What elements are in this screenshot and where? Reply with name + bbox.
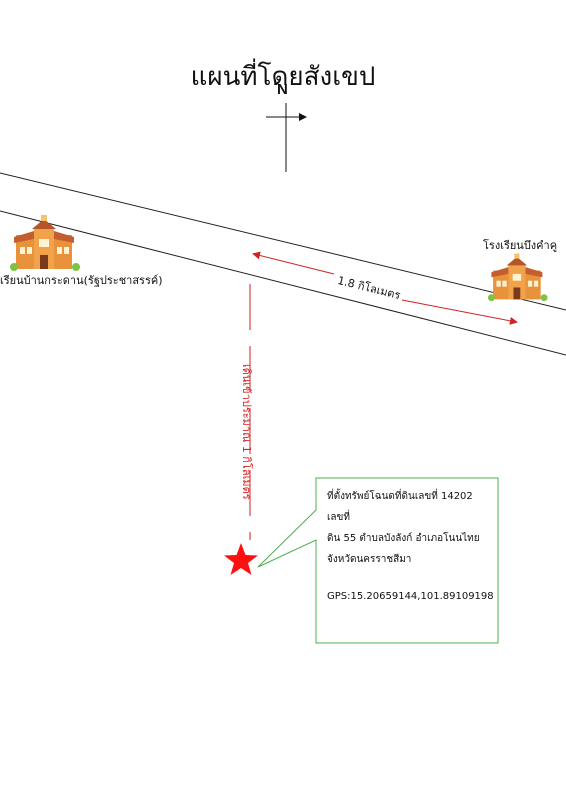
school-building-icon <box>488 253 548 302</box>
property-line-1: ที่ตั้งทรัพย์โฉนดที่ดินเลขที่ 14202 เลขท… <box>327 491 473 523</box>
map-title: แผนที่โดยสังเขป <box>190 62 376 92</box>
school-building-icon <box>10 215 80 271</box>
school-label-left: เรียนบ้านกระดาน(รัฐประชาสรรค์) <box>0 274 163 287</box>
property-line-3: จังหวัดนครราชสีมา <box>327 554 412 565</box>
north-label: N <box>277 81 288 98</box>
star-marker-icon <box>224 543 258 575</box>
road <box>0 172 566 356</box>
property-description: ที่ตั้งทรัพย์โฉนดที่ดินเลขที่ 14202 เลขท… <box>327 486 494 607</box>
compass-icon <box>266 103 307 172</box>
property-callout <box>257 477 499 644</box>
distance-arrow-horizontal <box>252 251 518 325</box>
property-gps: GPS:15.20659144,101.89109198 <box>327 591 494 602</box>
distance-label-vertical: เดินเข้าประมาณ 1 กิโลเมตร <box>240 364 253 500</box>
school-label-right: โรงเรียนบึงคำคู <box>483 239 558 252</box>
property-line-2: ดิน 55 ตำบลบังลังก์ อำเภอโนนไทย <box>327 533 480 544</box>
